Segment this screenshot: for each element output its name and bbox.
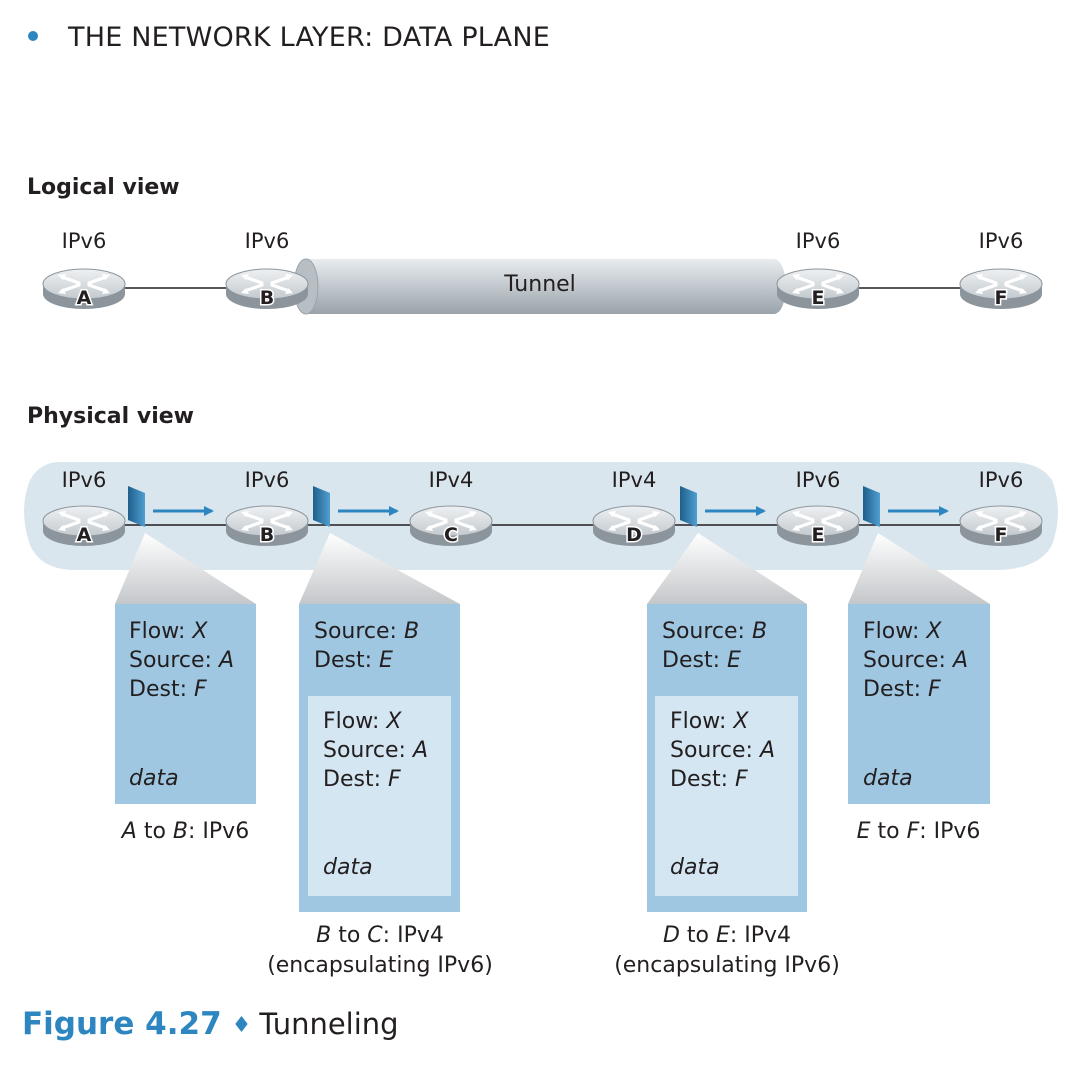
encapsulated-ipv6-packet: Flow: X Source: A Dest: F data bbox=[655, 696, 798, 896]
page-header-title: THE NETWORK LAYER: DATA PLANE bbox=[68, 22, 550, 53]
tunnel-end-right bbox=[762, 259, 786, 314]
packet-b-to-c: Source: B Dest: E Flow: X Source: A Dest… bbox=[299, 604, 460, 912]
diamond-icon: ♦ bbox=[231, 1013, 252, 1038]
packet-flag-icon bbox=[128, 486, 145, 527]
physical-protocol-a: IPv6 bbox=[61, 468, 107, 492]
physical-router-d: D bbox=[591, 504, 677, 548]
packet-data-field: data bbox=[670, 855, 720, 880]
caption-line1: D to E: IPv4 bbox=[662, 923, 792, 948]
caption-b-to-c: B to C: IPv4 (encapsulating IPv6) bbox=[240, 921, 520, 981]
logical-protocol-f: IPv6 bbox=[978, 229, 1024, 253]
physical-view-title: Physical view bbox=[27, 404, 194, 429]
caption-line1: B to C: IPv4 bbox=[316, 923, 444, 948]
packet-e-to-f: Flow: X Source: A Dest: F data bbox=[848, 604, 990, 804]
packet-dest-field: Dest: F bbox=[323, 767, 401, 792]
bullet-icon bbox=[28, 30, 38, 41]
tunnel bbox=[293, 258, 786, 315]
packet-flags bbox=[128, 486, 949, 527]
router-label: A bbox=[77, 287, 92, 309]
logical-protocol-a: IPv6 bbox=[61, 229, 107, 253]
projection-a-b bbox=[115, 533, 256, 604]
packet-flow-field: Flow: X bbox=[323, 709, 402, 734]
logical-router-a: A bbox=[41, 267, 127, 311]
packet-a-to-b: Flow: X Source: A Dest: F data bbox=[115, 604, 256, 804]
packet-projections bbox=[115, 533, 990, 604]
packet-source-field: Source: A bbox=[129, 648, 235, 673]
packet-data-field: data bbox=[129, 766, 179, 791]
packet-flag-icon bbox=[313, 486, 330, 527]
router-label: F bbox=[995, 524, 1008, 546]
packet-data-field: data bbox=[323, 855, 373, 880]
caption-line2: (encapsulating IPv6) bbox=[614, 953, 840, 978]
router-label: D bbox=[626, 524, 642, 546]
packet-flag-icon bbox=[680, 486, 697, 527]
logical-router-e: E bbox=[775, 267, 861, 311]
packet-source-field: Source: A bbox=[863, 648, 969, 673]
projection-d-e bbox=[647, 533, 807, 604]
router-label: E bbox=[812, 287, 825, 309]
packet-flag-a-b bbox=[128, 486, 214, 527]
tunnel-label: Tunnel bbox=[504, 272, 576, 297]
packet-source-field: Source: A bbox=[670, 738, 776, 763]
logical-protocol-b: IPv6 bbox=[244, 229, 290, 253]
physical-protocol-f: IPv6 bbox=[978, 468, 1024, 492]
physical-protocol-b: IPv6 bbox=[244, 468, 290, 492]
physical-routers: A B C D E F bbox=[41, 504, 1044, 548]
packet-dest-field: Dest: F bbox=[863, 677, 941, 702]
router-label: B bbox=[260, 524, 274, 546]
physical-router-b: B bbox=[224, 504, 310, 548]
packet-d-to-e: Source: B Dest: E Flow: X Source: A Dest… bbox=[647, 604, 807, 912]
logical-router-b: B bbox=[224, 267, 310, 311]
physical-router-f: F bbox=[958, 504, 1044, 548]
packet-flag-e-f bbox=[863, 486, 949, 527]
packet-outer-source-field: Source: B bbox=[314, 619, 420, 644]
packet-flag-b-c bbox=[313, 486, 399, 527]
packet-flag-icon bbox=[863, 486, 880, 527]
packet-outer-dest-field: Dest: E bbox=[662, 648, 741, 673]
logical-routers: A B E F bbox=[41, 267, 1044, 311]
packet-data-field: data bbox=[863, 766, 913, 791]
projection-e-f bbox=[848, 533, 990, 604]
projection-b-c bbox=[299, 533, 460, 604]
logical-view-title: Logical view bbox=[27, 175, 180, 200]
packet-flow-field: Flow: X bbox=[129, 619, 208, 644]
logical-protocol-e: IPv6 bbox=[795, 229, 841, 253]
packet-source-field: Source: A bbox=[323, 738, 429, 763]
physical-router-a: A bbox=[41, 504, 127, 548]
caption-line2: (encapsulating IPv6) bbox=[267, 953, 493, 978]
packet-outer-dest-field: Dest: E bbox=[314, 648, 393, 673]
caption-d-to-e: D to E: IPv4 (encapsulating IPv6) bbox=[587, 921, 867, 981]
physical-protocol-c: IPv4 bbox=[428, 468, 474, 492]
physical-protocol-d: IPv4 bbox=[611, 468, 657, 492]
packet-outer-source-field: Source: B bbox=[662, 619, 768, 644]
physical-router-c: C bbox=[408, 504, 494, 548]
router-label: B bbox=[260, 287, 274, 309]
packet-flag-d-e bbox=[680, 486, 766, 527]
encapsulated-ipv6-packet: Flow: X Source: A Dest: F data bbox=[308, 696, 451, 896]
figure-caption: Figure 4.27 ♦ Tunneling bbox=[22, 1006, 399, 1042]
router-label: F bbox=[995, 287, 1008, 309]
router-label: C bbox=[444, 524, 458, 546]
router-label: E bbox=[812, 524, 825, 546]
physical-protocol-e: IPv6 bbox=[795, 468, 841, 492]
caption-a-to-b: A to B: IPv6 bbox=[121, 819, 250, 844]
tunnel-body bbox=[306, 259, 774, 314]
packet-flow-field: Flow: X bbox=[670, 709, 749, 734]
figure-number: Figure 4.27 bbox=[22, 1006, 222, 1042]
caption-e-to-f: E to F: IPv6 bbox=[856, 819, 981, 844]
page-header: THE NETWORK LAYER: DATA PLANE bbox=[28, 22, 550, 53]
packet-flow-field: Flow: X bbox=[863, 619, 942, 644]
figure-title: Tunneling bbox=[259, 1007, 399, 1041]
logical-router-f: F bbox=[958, 267, 1044, 311]
router-label: A bbox=[77, 524, 92, 546]
packet-dest-field: Dest: F bbox=[670, 767, 748, 792]
physical-router-e: E bbox=[775, 504, 861, 548]
packet-dest-field: Dest: F bbox=[129, 677, 207, 702]
